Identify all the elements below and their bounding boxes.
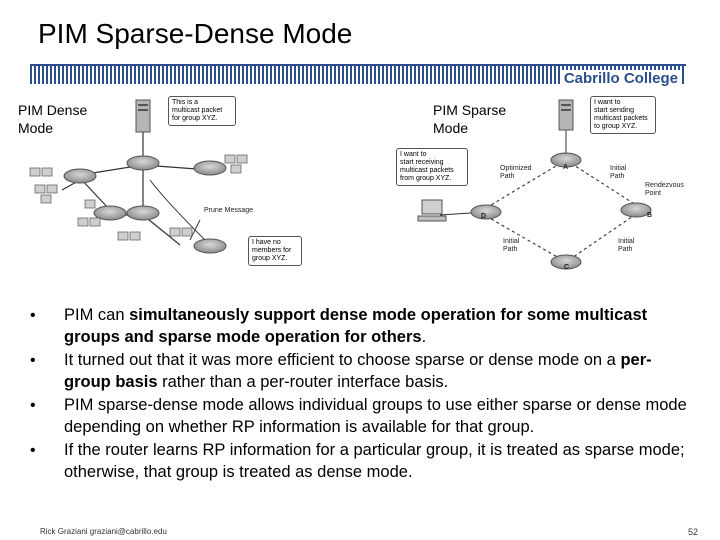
sparse-source-callout: I want to start sending multicast packet… bbox=[590, 96, 656, 134]
bullet-text: . bbox=[421, 327, 427, 346]
page-number: 52 bbox=[687, 527, 698, 537]
router-icon bbox=[620, 202, 652, 218]
path-label-line: Path bbox=[500, 173, 515, 180]
optimized-path-label: Optimized Path bbox=[500, 165, 532, 181]
dense-label-line2: Mode bbox=[18, 120, 54, 136]
router-a-label: A bbox=[563, 164, 569, 171]
prune-arrows bbox=[149, 179, 206, 241]
callout-line: I want to bbox=[594, 99, 621, 106]
path-label-line: Path bbox=[618, 246, 633, 253]
dense-label-line1: PIM Dense bbox=[18, 102, 88, 118]
header-band bbox=[30, 66, 686, 84]
rp-label-line: Rendezvous bbox=[645, 182, 684, 189]
callout-line: This is a bbox=[172, 99, 199, 106]
bullet-text: If the router learns RP information for … bbox=[64, 441, 685, 481]
rp-label-line: Point bbox=[645, 190, 661, 197]
sparse-label-line2: Mode bbox=[433, 120, 469, 136]
footer-author: Rick Graziani graziani@cabrillo.edu bbox=[40, 527, 167, 536]
prune-message-label: Prune Message bbox=[204, 207, 254, 214]
sparse-paths bbox=[485, 159, 637, 263]
path-label-line: Initial bbox=[618, 238, 635, 245]
bullet-item: • PIM can simultaneously support dense mo… bbox=[30, 305, 694, 348]
callout-line: from group XYZ. bbox=[400, 175, 452, 182]
router-icon bbox=[550, 254, 582, 270]
router-icon bbox=[193, 160, 227, 176]
path-label-line: Initial bbox=[610, 165, 627, 172]
router-b-label: B bbox=[647, 212, 653, 219]
header-rule bbox=[30, 64, 686, 67]
router-icon bbox=[126, 155, 160, 171]
dense-mode-label: PIM Dense Mode bbox=[18, 101, 87, 137]
bullet-text: rather than a per-router interface basis… bbox=[157, 372, 449, 391]
diagrams-graphic bbox=[29, 99, 652, 270]
bullet-text: PIM sparse-dense mode allows individual … bbox=[64, 396, 687, 436]
router-icon bbox=[126, 205, 160, 221]
initial-path-bl-label: Initial Path bbox=[503, 238, 519, 254]
bullet-text: It turned out that it was more efficient… bbox=[64, 351, 621, 369]
path-label-line: Optimized bbox=[500, 165, 532, 172]
dense-source-callout: This is a multicast packet for group XYZ… bbox=[168, 96, 236, 126]
bullet-marker: • bbox=[30, 442, 36, 459]
slide-title: PIM Sparse-Dense Mode bbox=[38, 18, 353, 49]
router-c-label: C bbox=[564, 264, 570, 271]
callout-line: members for bbox=[252, 247, 292, 254]
router-icon bbox=[63, 168, 97, 184]
dense-server bbox=[135, 99, 151, 133]
callout-line: to group XYZ. bbox=[594, 123, 638, 130]
bullet-item: • PIM sparse-dense mode allows individual… bbox=[30, 395, 694, 438]
path-label-line: Path bbox=[503, 246, 518, 253]
bullet-item: • If the router learns RP information for… bbox=[30, 440, 694, 483]
bullet-item: • It turned out that it was more efficien… bbox=[30, 350, 694, 393]
initial-path-br-label: Initial Path bbox=[618, 238, 634, 254]
sparse-routers bbox=[470, 152, 652, 270]
dense-hosts bbox=[29, 154, 248, 241]
brand-name: Cabrillo College bbox=[559, 70, 682, 87]
sparse-label-line1: PIM Sparse bbox=[433, 102, 507, 118]
router-d-label: D bbox=[481, 213, 487, 220]
router-icon bbox=[550, 152, 582, 168]
callout-line: multicast packets bbox=[400, 167, 454, 174]
bullet-text: PIM can bbox=[64, 306, 130, 324]
dense-nomember-callout: I have no members for group XYZ. bbox=[248, 236, 302, 266]
sparse-mode-label: PIM Sparse Mode bbox=[433, 101, 506, 137]
callout-line: start receiving bbox=[400, 159, 444, 166]
bullet-marker: • bbox=[30, 397, 36, 414]
bullet-list: • PIM can simultaneously support dense mo… bbox=[30, 305, 694, 485]
bullet-text-bold: simultaneously support dense mode operat… bbox=[64, 306, 648, 346]
callout-line: for group XYZ. bbox=[172, 115, 218, 122]
dense-routers bbox=[63, 155, 227, 254]
rendezvous-point-label: Rendezvous Point bbox=[645, 182, 684, 198]
callout-line: I have no bbox=[252, 239, 281, 246]
bullet-marker: • bbox=[30, 352, 36, 369]
callout-line: group XYZ. bbox=[252, 255, 288, 262]
callout-line: start sending bbox=[594, 107, 635, 114]
sparse-receiver-callout: I want to start receiving multicast pack… bbox=[396, 148, 468, 186]
receiver-pc bbox=[417, 199, 447, 222]
initial-path-top-label: Initial Path bbox=[610, 165, 626, 181]
callout-line: multicast packets bbox=[594, 115, 648, 122]
router-icon bbox=[93, 205, 127, 221]
callout-line: multicast packet bbox=[172, 107, 223, 114]
bullet-marker: • bbox=[30, 307, 36, 324]
sparse-server bbox=[558, 99, 574, 131]
callout-line: I want to bbox=[400, 151, 427, 158]
router-icon bbox=[470, 204, 502, 220]
path-label-line: Path bbox=[610, 173, 625, 180]
path-label-line: Initial bbox=[503, 238, 520, 245]
bullet-text-bold: per-group basis bbox=[64, 351, 652, 391]
router-icon bbox=[193, 238, 227, 254]
